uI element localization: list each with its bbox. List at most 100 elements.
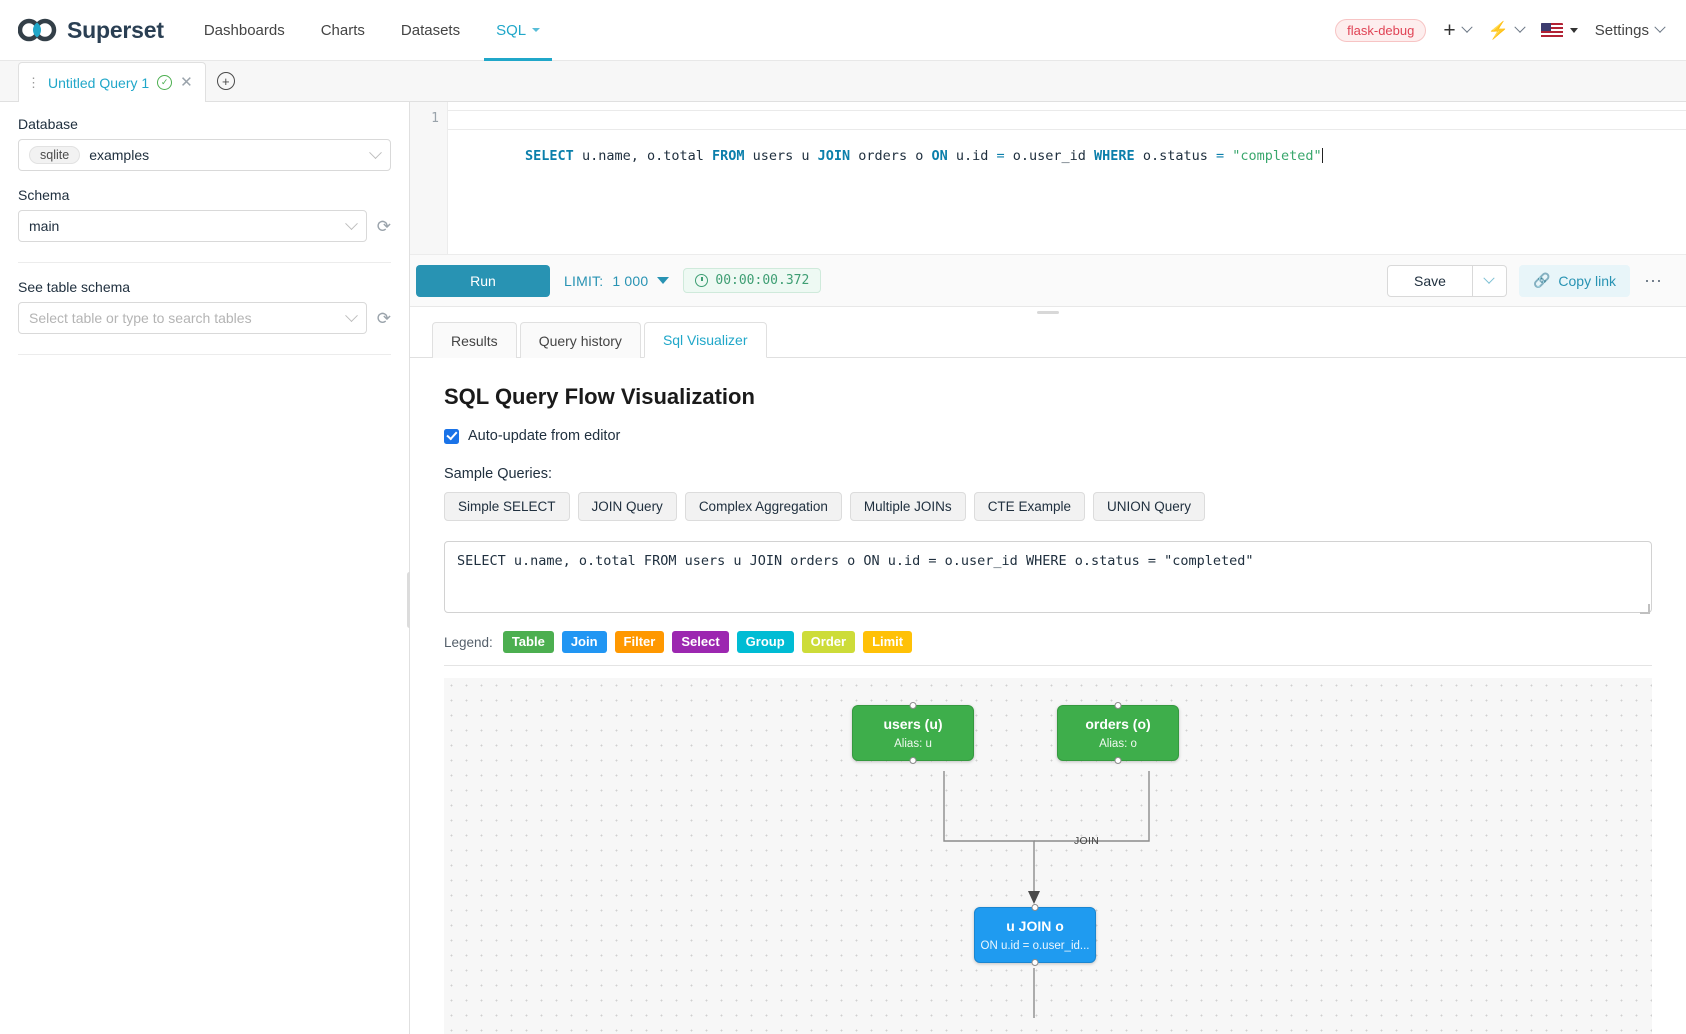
flow-edges bbox=[943, 771, 1150, 1019]
sample-query-union-query[interactable]: UNION Query bbox=[1092, 492, 1205, 521]
us-flag-icon bbox=[1540, 22, 1563, 38]
refresh-tables-icon[interactable]: ⟳ bbox=[376, 308, 391, 328]
query-tab-untitled-query-1[interactable]: ⋮ Untitled Query 1 ✓ ✕ bbox=[18, 62, 206, 102]
flask-debug-badge: flask-debug bbox=[1335, 18, 1427, 42]
sample-query-join-query[interactable]: JOIN Query bbox=[577, 492, 677, 521]
language-selector[interactable] bbox=[1540, 22, 1578, 38]
node-subtitle: ON u.id = o.user_id... bbox=[980, 940, 1090, 953]
legend-badge-table: Table bbox=[502, 631, 554, 654]
refresh-schema-icon[interactable]: ⟳ bbox=[376, 216, 391, 236]
left-query-panel: Database sqlite examples Schema main ⟳ S… bbox=[0, 102, 412, 1034]
node-port-bottom bbox=[1114, 757, 1122, 765]
page-title: SQL Query Flow Visualization bbox=[444, 384, 755, 409]
auto-update-checkbox[interactable] bbox=[444, 428, 459, 444]
tab-results[interactable]: Results bbox=[432, 322, 517, 358]
link-icon: 🔗 bbox=[1532, 272, 1551, 288]
database-select[interactable]: sqlite examples bbox=[18, 139, 391, 171]
legend-label: Legend: bbox=[444, 634, 493, 650]
sample-queries-label: Sample Queries: bbox=[444, 466, 552, 482]
node-port-bottom bbox=[1031, 959, 1039, 967]
database-engine-chip: sqlite bbox=[29, 146, 81, 164]
editor-code-area[interactable]: SELECT u.name, o.total FROM users u JOIN… bbox=[448, 102, 1686, 254]
plus-circle-icon: + bbox=[216, 72, 235, 90]
sample-query-simple-select[interactable]: Simple SELECT bbox=[444, 492, 570, 521]
brand-name: Superset bbox=[67, 16, 164, 43]
table-schema-field-group: See table schema Select table or type to… bbox=[18, 279, 391, 334]
caret-down-icon bbox=[657, 277, 670, 284]
save-button[interactable]: Save bbox=[1387, 264, 1473, 297]
line-number: 1 bbox=[431, 111, 439, 126]
new-item-button[interactable]: + bbox=[1443, 20, 1473, 41]
sql-input-textarea[interactable] bbox=[444, 541, 1652, 613]
chevron-down-icon bbox=[1460, 21, 1473, 33]
nav-item-sql[interactable]: SQL bbox=[484, 0, 553, 61]
more-options-button[interactable]: ⋯ bbox=[1644, 270, 1662, 291]
save-button-group: Save bbox=[1387, 264, 1507, 297]
divider-bottom bbox=[18, 354, 391, 355]
legend-badge-group: Group bbox=[736, 631, 794, 654]
nav-label-sql: SQL bbox=[496, 21, 527, 39]
flow-node-orders[interactable]: orders (o) Alias: o bbox=[1057, 702, 1179, 765]
schema-select[interactable]: main bbox=[18, 210, 367, 242]
schema-field-group: Schema main ⟳ bbox=[18, 187, 391, 242]
legend-badge-filter: Filter bbox=[614, 631, 665, 654]
tab-query-history[interactable]: Query history bbox=[519, 322, 641, 358]
close-icon[interactable]: ✕ bbox=[180, 74, 193, 91]
settings-label: Settings bbox=[1594, 21, 1649, 39]
query-tab-label: Untitled Query 1 bbox=[48, 74, 150, 91]
nav-label-dashboards: Dashboards bbox=[203, 21, 285, 39]
top-navigation-bar: Superset Dashboards Charts Datasets SQL … bbox=[0, 0, 1686, 61]
run-button[interactable]: Run bbox=[416, 264, 550, 297]
settings-menu[interactable]: Settings bbox=[1594, 21, 1666, 39]
drag-handle-icon[interactable]: ⋮ bbox=[27, 75, 40, 90]
sql-editor[interactable]: 1 SELECT u.name, o.total FROM users u JO… bbox=[410, 102, 1686, 254]
chevron-down-icon bbox=[532, 28, 541, 32]
superset-logo[interactable]: Superset bbox=[18, 17, 164, 44]
tab-sql-visualizer[interactable]: Sql Visualizer bbox=[643, 322, 767, 358]
sample-query-complex-aggregation[interactable]: Complex Aggregation bbox=[684, 492, 842, 521]
nav-right-actions: flask-debug + ⚡ Settings bbox=[1335, 18, 1666, 42]
infinity-logo-icon bbox=[18, 18, 58, 42]
text-cursor bbox=[1321, 148, 1323, 163]
limit-dropdown[interactable]: LIMIT: 1 000 bbox=[564, 272, 670, 289]
panel-resize-handle[interactable] bbox=[407, 572, 412, 628]
auto-update-row: Auto-update from editor bbox=[444, 428, 1652, 444]
pane-drag-handle[interactable] bbox=[410, 307, 1686, 317]
node-port-bottom bbox=[909, 757, 917, 765]
editor-sql-text: SELECT u.name, o.total FROM users u JOIN… bbox=[525, 148, 1322, 164]
legend-badge-limit: Limit bbox=[863, 631, 913, 654]
divider bbox=[18, 262, 391, 263]
nav-item-dashboards[interactable]: Dashboards bbox=[204, 0, 285, 61]
limit-label: LIMIT: bbox=[564, 272, 604, 289]
legend-badge-order: Order bbox=[801, 631, 856, 654]
flow-node-join[interactable]: u JOIN o ON u.id = o.user_id... bbox=[974, 904, 1096, 967]
sample-query-cte-example[interactable]: CTE Example bbox=[973, 492, 1085, 521]
node-port-top bbox=[1031, 904, 1039, 912]
flow-canvas[interactable]: users (u) Alias: u orders (o) Alias: o J… bbox=[444, 678, 1652, 1034]
timer-value: 00:00:00.372 bbox=[715, 273, 810, 288]
chevron-down-icon bbox=[1514, 21, 1526, 33]
database-value: examples bbox=[89, 147, 150, 163]
bolt-menu-button[interactable]: ⚡ bbox=[1488, 21, 1526, 39]
copy-link-button[interactable]: 🔗 Copy link bbox=[1518, 264, 1630, 297]
query-tab-bar: ⋮ Untitled Query 1 ✓ ✕ + bbox=[0, 61, 1686, 102]
clock-icon bbox=[695, 274, 709, 287]
table-select[interactable]: Select table or type to search tables bbox=[18, 302, 367, 334]
chevron-down-icon bbox=[369, 145, 382, 159]
sample-query-multiple-joins[interactable]: Multiple JOINs bbox=[849, 492, 966, 521]
add-query-tab-button[interactable]: + bbox=[206, 61, 246, 101]
editor-toolbar: Run LIMIT: 1 000 00:00:00.372 Save 🔗 Cop… bbox=[410, 255, 1686, 307]
query-timer: 00:00:00.372 bbox=[683, 268, 822, 293]
textarea-resize-handle[interactable] bbox=[1640, 604, 1650, 614]
save-dropdown-button[interactable] bbox=[1472, 264, 1507, 297]
toolbar-right-actions: Save 🔗 Copy link ⋯ bbox=[1387, 264, 1664, 297]
node-port-top bbox=[909, 702, 917, 710]
chevron-down-icon bbox=[344, 308, 358, 322]
chevron-down-icon bbox=[344, 216, 358, 230]
nav-item-datasets[interactable]: Datasets bbox=[401, 0, 460, 61]
nav-label-charts: Charts bbox=[320, 21, 365, 39]
nav-item-charts[interactable]: Charts bbox=[321, 0, 365, 61]
flow-node-users[interactable]: users (u) Alias: u bbox=[852, 702, 974, 765]
legend-badge-join: Join bbox=[561, 631, 607, 654]
node-title: users (u) bbox=[883, 716, 943, 733]
